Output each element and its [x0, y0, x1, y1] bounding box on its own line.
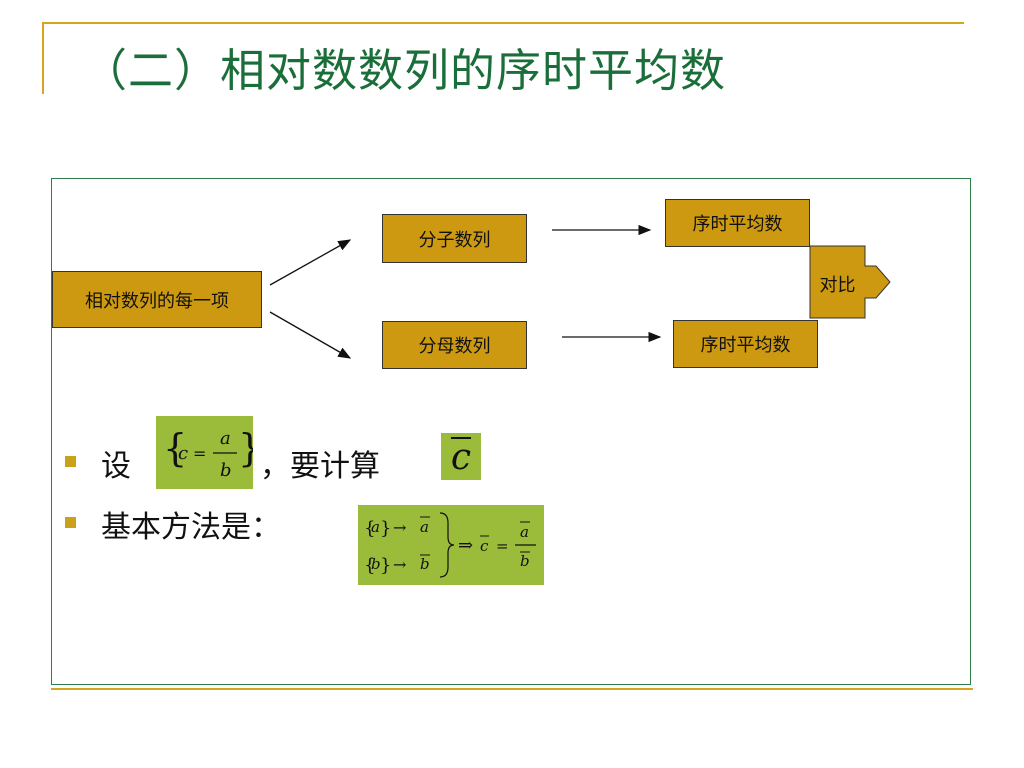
bullet-2-text: 基本方法是： — [101, 510, 281, 545]
svg-text:}: } — [238, 426, 253, 470]
formula-method: { a } → a { b } → b ⇒ c = a b — [358, 505, 544, 585]
svg-text:a: a — [371, 518, 380, 536]
compare-label: 对比 — [819, 275, 856, 296]
svg-text:→: → — [393, 555, 406, 574]
numerator-average-box: 序时平均数 — [665, 199, 810, 247]
formula-c-equals-a-over-b: { c = a b } — [156, 416, 262, 489]
svg-text:{: { — [163, 426, 187, 470]
svg-text:}: } — [380, 555, 391, 576]
denominator-average-box: 序时平均数 — [673, 320, 818, 368]
formula-svg: { c = a b } — [163, 426, 262, 481]
left-rule — [42, 22, 44, 94]
denominator-series-box: 分母数列 — [382, 321, 527, 369]
page-title: （二）相对数数列的序时平均数 — [82, 44, 727, 97]
method-formula-svg: { a } → a { b } → b ⇒ c = a b — [364, 512, 536, 578]
numerator-series-box: 分子数列 — [382, 214, 527, 263]
bullet-marker — [65, 456, 76, 467]
svg-text:{: { — [364, 555, 375, 576]
c-bar-symbol: c — [441, 433, 481, 480]
svg-text:→: → — [393, 518, 406, 537]
svg-text:c: c — [178, 443, 188, 464]
svg-text:a: a — [220, 428, 231, 449]
bullet-marker — [65, 517, 76, 528]
svg-text:b: b — [420, 555, 430, 573]
top-rule — [42, 22, 964, 24]
source-series-box: 相对数列的每一项 — [52, 271, 262, 328]
svg-text:{: { — [364, 518, 375, 539]
svg-text:b: b — [371, 555, 381, 573]
svg-text:=: = — [496, 537, 509, 555]
content-panel — [51, 178, 971, 685]
bullet-1-suffix: ，要计算 — [260, 449, 380, 484]
svg-text:a: a — [520, 523, 529, 541]
svg-text:b: b — [520, 552, 530, 570]
svg-text:b: b — [220, 460, 232, 481]
svg-text:c: c — [480, 537, 489, 555]
bullet-1-prefix: 设 — [101, 449, 131, 484]
bottom-rule — [51, 688, 973, 690]
svg-text:⇒: ⇒ — [458, 535, 473, 556]
svg-text:=: = — [193, 444, 206, 463]
svg-text:a: a — [420, 518, 429, 536]
svg-text:}: } — [380, 518, 391, 539]
